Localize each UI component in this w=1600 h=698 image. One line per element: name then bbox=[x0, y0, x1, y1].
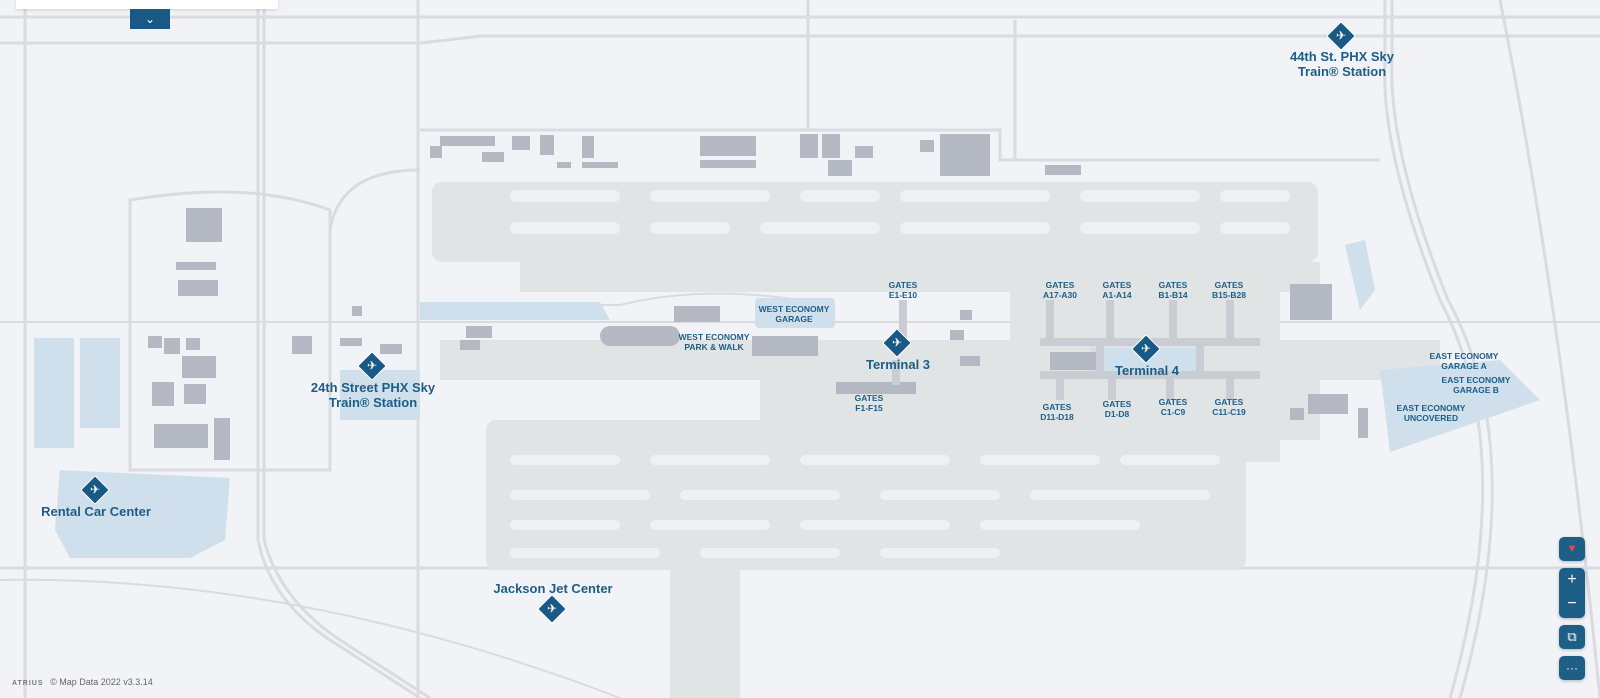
more-options-button[interactable]: ··· bbox=[1559, 656, 1585, 680]
external-link-icon: ⧉ bbox=[1567, 629, 1577, 644]
label-line: UNCOVERED bbox=[1403, 412, 1459, 423]
label-line: A1-A14 bbox=[1102, 289, 1132, 300]
taxiway-islands bbox=[510, 190, 1290, 558]
label-line: GATES bbox=[1102, 399, 1132, 409]
expand-panel-button[interactable]: ⌄ bbox=[130, 9, 170, 29]
label-line: C11-C19 bbox=[1212, 406, 1246, 417]
search-panel[interactable] bbox=[16, 0, 278, 9]
label-line: F1-F15 bbox=[855, 402, 883, 413]
buildings bbox=[148, 134, 1368, 460]
zoom-in-button[interactable]: + bbox=[1567, 571, 1577, 588]
atrius-logo: ATRIUS bbox=[12, 680, 44, 687]
label-line: GATES bbox=[1042, 402, 1072, 412]
label-line: Train® Station bbox=[328, 394, 418, 410]
label-line: GATES bbox=[1214, 397, 1244, 407]
label-line: GATES bbox=[1158, 280, 1188, 290]
location-label-jackson-jet-center[interactable]: Jackson Jet Center bbox=[493, 581, 613, 596]
label-line: GATES bbox=[854, 393, 884, 403]
label-line: GARAGE bbox=[775, 313, 813, 324]
chevron-down-icon: ⌄ bbox=[144, 12, 156, 26]
label-line: GATES bbox=[1102, 280, 1132, 290]
label-line: GATES bbox=[888, 280, 918, 290]
version-text: v3.3.14 bbox=[123, 677, 153, 687]
label-line: D11-D18 bbox=[1040, 411, 1074, 422]
map-attribution: ATRIUS © Map Data 2022 v3.3.14 bbox=[12, 677, 153, 687]
location-label-terminal-4[interactable]: Terminal 4 bbox=[1114, 363, 1180, 378]
label-line: WEST ECONOMY bbox=[678, 332, 750, 342]
location-label-rental-car-center[interactable]: Rental Car Center bbox=[41, 504, 151, 519]
label-line: PARK & WALK bbox=[684, 341, 744, 352]
label-line: GARAGE B bbox=[1453, 384, 1499, 395]
label-line: GATES bbox=[1158, 397, 1188, 407]
label-line: E1-E10 bbox=[888, 289, 918, 300]
label-line: B1-B14 bbox=[1158, 289, 1188, 300]
label-line: Train® Station bbox=[1297, 63, 1387, 79]
zoom-control: + − bbox=[1559, 568, 1585, 618]
label-line: GATES bbox=[1045, 280, 1075, 290]
open-external-button[interactable]: ⧉ bbox=[1559, 625, 1585, 649]
zoom-out-button[interactable]: − bbox=[1567, 595, 1577, 612]
label-line: EAST ECONOMY bbox=[1396, 403, 1466, 413]
label-line: A17-A30 bbox=[1042, 289, 1078, 300]
location-label-terminal-3[interactable]: Terminal 3 bbox=[865, 357, 931, 372]
label-line: 24th Street PHX Sky bbox=[310, 380, 436, 395]
label-line: C1-C9 bbox=[1160, 406, 1186, 417]
label-line: B15-B28 bbox=[1211, 289, 1247, 300]
compass-button[interactable]: ▼ bbox=[1559, 537, 1585, 561]
compass-icon: ▼ bbox=[1566, 543, 1578, 555]
copyright-text: © Map Data 2022 bbox=[50, 677, 121, 687]
label-line: WEST ECONOMY bbox=[758, 304, 830, 314]
label-line: 44th St. PHX Sky bbox=[1289, 49, 1395, 64]
label-line: GATES bbox=[1214, 280, 1244, 290]
airfield bbox=[432, 182, 1440, 698]
label-line: EAST ECONOMY bbox=[1429, 351, 1499, 361]
label-line: D1-D8 bbox=[1104, 408, 1130, 419]
more-icon: ··· bbox=[1566, 661, 1578, 675]
label-line: GARAGE A bbox=[1441, 360, 1487, 371]
label-line: EAST ECONOMY bbox=[1441, 375, 1511, 385]
